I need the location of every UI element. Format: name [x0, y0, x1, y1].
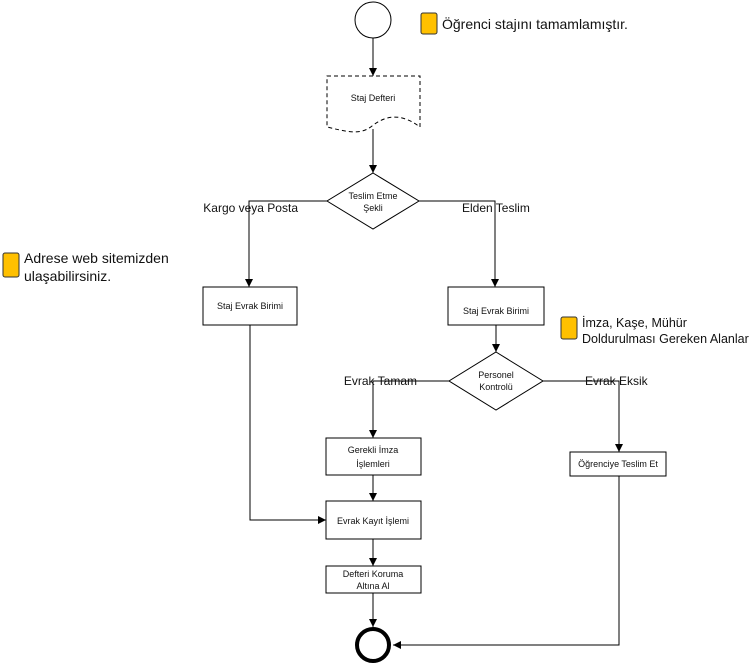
edge-label-hand: Elden Teslim	[462, 201, 530, 215]
signature-line2: İşlemleri	[356, 459, 390, 469]
decision-personel-kontrolu	[448, 351, 544, 411]
protect-line2: Altına Al	[356, 581, 389, 591]
note-stamp-line1: İmza, Kaşe, Mühür	[582, 316, 687, 330]
signature-line1: Gerekli İmza	[348, 445, 399, 455]
decision2-line2: Kontrolü	[479, 382, 513, 392]
edge-decision2-left	[369, 380, 449, 438]
box-staj-evrak-birimi-left	[202, 286, 298, 326]
box-right-label: Staj Evrak Birimi	[463, 306, 529, 316]
decision1-line2: Şekli	[363, 203, 383, 213]
box-defteri-koruma-altina-al	[325, 565, 422, 594]
edge-decision2-right	[543, 380, 623, 452]
note-start: Öğrenci stajını tamamlamıştır.	[442, 15, 628, 32]
edge-deliver-end	[393, 476, 620, 649]
box-gerekli-imza-islemleri	[325, 437, 422, 476]
decision1-line1: Teslim Etme	[348, 191, 397, 201]
start-node	[354, 1, 392, 39]
deliver-label: Öğrenciye Teslim Et	[578, 459, 658, 469]
edge-boxleft-record	[249, 325, 326, 524]
note-marker-start	[420, 12, 438, 35]
decision2-line1: Personel	[478, 370, 514, 380]
box-left-label: Staj Evrak Birimi	[217, 301, 283, 311]
edge-decision1-left	[245, 200, 327, 287]
decision-teslim-etme-sekli	[326, 172, 420, 230]
edge-label-cargo: Kargo veya Posta	[203, 201, 298, 215]
edge-label-missing: Evrak Eksik	[585, 374, 649, 388]
end-node	[355, 627, 391, 663]
edge-decision1-right	[419, 200, 499, 287]
box-evrak-kayit-islemi	[325, 500, 422, 540]
note-web-line2: ulaşabilirsiniz.	[24, 268, 111, 284]
note-marker-stamp	[560, 316, 578, 340]
record-label: Evrak Kayıt İşlemi	[337, 516, 409, 526]
protect-line1: Defteri Koruma	[343, 569, 404, 579]
box-ogrenciye-teslim-et	[569, 451, 667, 477]
edge-label-complete: Evrak Tamam	[344, 374, 417, 388]
document-staj-defteri	[326, 75, 421, 133]
doc-label: Staj Defteri	[351, 93, 396, 103]
note-web-line1: Adrese web sitemizden	[24, 250, 169, 266]
note-marker-web	[2, 252, 20, 278]
note-stamp-line2: Doldurulması Gereken Alanlar	[582, 332, 749, 346]
